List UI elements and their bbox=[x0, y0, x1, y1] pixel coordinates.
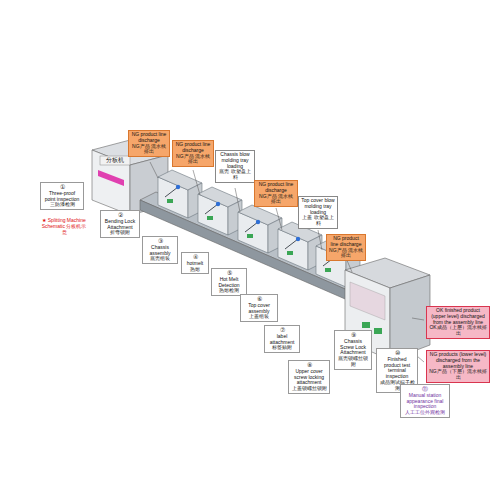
label-text: 底壳 吹塑盘上料 bbox=[218, 169, 252, 181]
discharge-callout: OK finished product (upper level) discha… bbox=[426, 306, 490, 339]
callout-number: ① bbox=[43, 184, 81, 191]
ng-callout: NG product line dischargeNG产品 流水线排出 bbox=[326, 234, 366, 261]
ng-callout: NG product line dischargeNG产品 流水线排出 bbox=[254, 180, 298, 207]
label-text: 标签贴附 bbox=[267, 345, 297, 351]
label-text: Chassis assembly bbox=[145, 245, 175, 257]
label-text: NG产品（下层）流水线排出 bbox=[429, 369, 487, 381]
label-text: Hot Melt Detection bbox=[214, 277, 244, 289]
label-text: label attachment bbox=[267, 334, 297, 346]
callout-number: ③ bbox=[145, 238, 175, 245]
label-text: NG产品 流水线排出 bbox=[175, 154, 211, 166]
station-label: ②Bending Lock Attachment折弯锁附 bbox=[100, 210, 140, 238]
label-text: NG产品 流水线排出 bbox=[329, 248, 363, 260]
label-text: OK finished product (upper level) discha… bbox=[429, 308, 487, 325]
ng-callout: NG product line dischargeNG产品 流水线排出 bbox=[128, 130, 170, 157]
label-text: NG product line discharge bbox=[131, 132, 167, 144]
callout-number: ⑦ bbox=[267, 327, 297, 334]
ng-callout: NG product line dischargeNG产品 流水线排出 bbox=[172, 140, 214, 167]
station-label: ④hotmelt热熔 bbox=[181, 252, 209, 274]
label-text: Bending Lock Attachment bbox=[103, 219, 137, 231]
label-text: Chassis blow molding tray loading bbox=[218, 152, 252, 169]
label-text: 上盖锁螺丝锁附 bbox=[291, 386, 327, 392]
station-label: ①Three-proof point inspection三防漆检测 bbox=[40, 182, 84, 210]
label-text: NG产品 流水线排出 bbox=[257, 194, 295, 206]
loading-callout: Top cover blow molding tray loading上盖 吹塑… bbox=[298, 196, 338, 229]
loading-callout: Chassis blow molding tray loading底壳 吹塑盘上… bbox=[215, 150, 255, 183]
callout-number: ⑨ bbox=[337, 332, 369, 339]
callout-number: ⑥ bbox=[243, 296, 275, 303]
station-label: ⑨Chassis Screw Lock Attachment底壳锁螺丝锁附 bbox=[334, 330, 372, 370]
label-text: Top cover assembly bbox=[243, 303, 275, 315]
label-text: 底壳组装 bbox=[145, 256, 175, 262]
label-text: 上盖 吹塑盘上料 bbox=[301, 215, 335, 227]
station-label: ⑦label attachment标签贴附 bbox=[264, 325, 300, 353]
label-text: NG product line discharge bbox=[329, 236, 363, 248]
label-text: NG product line discharge bbox=[257, 182, 295, 194]
callout-number: ④ bbox=[184, 254, 206, 261]
callout-number: ⑤ bbox=[214, 270, 244, 277]
callout-number: ② bbox=[103, 212, 137, 219]
label-text: Upper cover screw locking attachment bbox=[291, 369, 327, 386]
label-text: 折弯锁附 bbox=[103, 230, 137, 236]
label-text: 三防漆检测 bbox=[43, 202, 81, 208]
station-label: ⑥Top cover assembly上盖组装 bbox=[240, 294, 278, 322]
label-text: NG product line discharge bbox=[175, 142, 211, 154]
callout-number: ⑪ bbox=[403, 386, 447, 393]
label-text: 热熔 bbox=[184, 267, 206, 273]
station-label: ⑤Hot Melt Detection热熔检测 bbox=[211, 268, 247, 296]
label-text: NG产品 流水线排出 bbox=[131, 144, 167, 156]
label-text: Finished product test terminal inspectio… bbox=[379, 357, 415, 380]
machine-sign: 分板机 bbox=[101, 157, 129, 164]
label-text: NG products (lower level) discharged fro… bbox=[429, 352, 487, 369]
label-text: Top cover blow molding tray loading bbox=[301, 198, 335, 215]
machine-note: ★ Splitting Machine Schematic 分板机示意 bbox=[40, 218, 88, 235]
label-text: OK成品（上层）流水线排出 bbox=[429, 325, 487, 337]
inspection-label: ⑪Manual station appearance final inspect… bbox=[400, 384, 450, 418]
callout-number: ⑧ bbox=[291, 362, 327, 369]
label-text: 底壳锁螺丝锁附 bbox=[337, 356, 369, 368]
label-text: 人工工位外观检测 bbox=[403, 410, 447, 416]
label-text: Manual station appearance final inspecti… bbox=[403, 393, 447, 410]
discharge-callout: NG products (lower level) discharged fro… bbox=[426, 350, 490, 383]
label-text: Chassis Screw Lock Attachment bbox=[337, 339, 369, 356]
label-text: Three-proof point inspection bbox=[43, 191, 81, 203]
station-label: ⑧Upper cover screw locking attachment上盖锁… bbox=[288, 360, 330, 394]
station-label: ③Chassis assembly底壳组装 bbox=[142, 236, 178, 264]
label-text: 上盖组装 bbox=[243, 314, 275, 320]
callout-number: ⑩ bbox=[379, 350, 415, 357]
